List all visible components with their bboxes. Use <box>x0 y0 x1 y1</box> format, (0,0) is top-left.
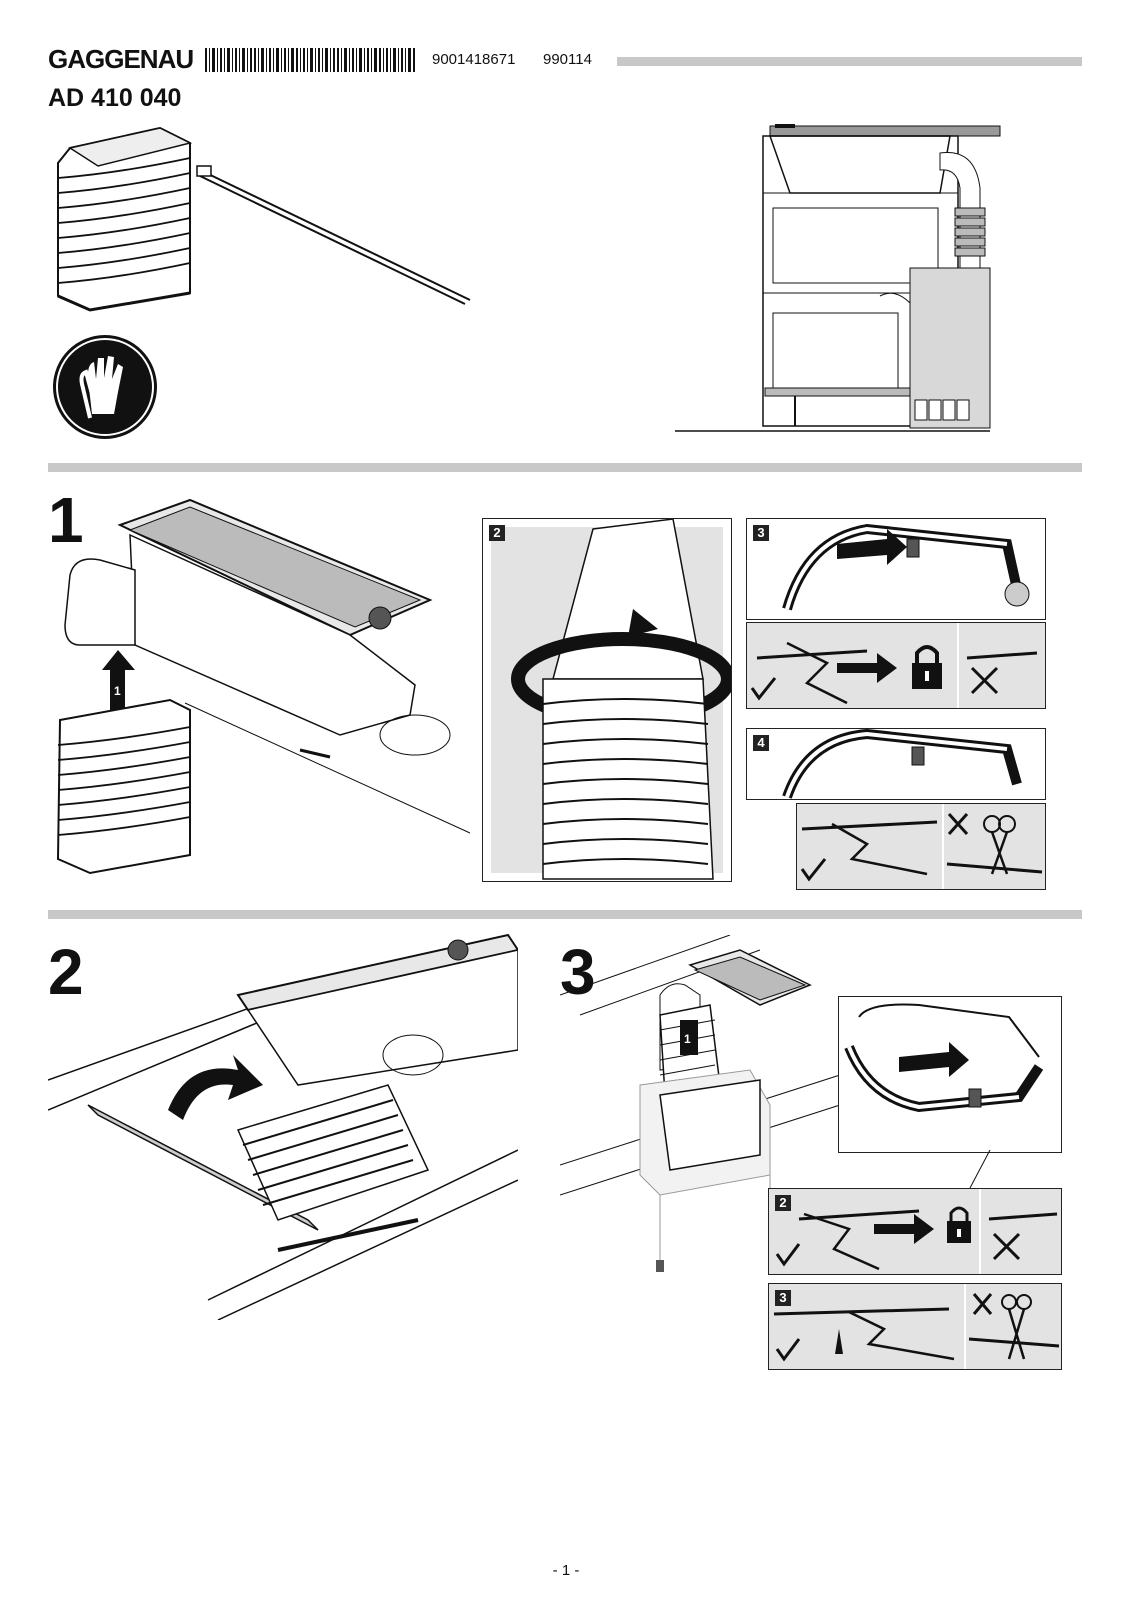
section-divider <box>48 910 1082 919</box>
detail-label: 2 <box>775 1195 791 1211</box>
detail-label: 2 <box>489 525 505 541</box>
barcode <box>205 48 415 72</box>
step3-detail-zoom <box>838 996 1062 1153</box>
step1-trim-instruction-row <box>796 803 1046 890</box>
date-code: 990114 <box>543 51 592 68</box>
cable-tie-tighten-illustration <box>844 1003 1044 1113</box>
detail-label: 3 <box>775 1290 791 1306</box>
part-number: 9001418671 <box>432 51 516 68</box>
gloves-icon <box>53 335 157 439</box>
step-number-1: 1 <box>48 484 84 556</box>
step1-tie-instruction-row <box>746 622 1046 709</box>
detail-label: 4 <box>753 735 769 751</box>
section-divider <box>48 463 1082 472</box>
model-number: AD 410 040 <box>48 84 182 112</box>
bellows-duct-illustration <box>57 126 193 312</box>
page-number: - 1 - <box>552 1562 580 1579</box>
svg-text:1: 1 <box>684 1032 691 1046</box>
cable-tie-trim-illustration <box>782 729 1022 799</box>
header-rule <box>617 57 1082 66</box>
brand-logo: GAGGENAU <box>48 44 194 74</box>
step2-illustration <box>48 933 518 1320</box>
step3-illustration: 1 <box>560 935 841 1272</box>
step1-main-illustration: 1 <box>56 498 471 875</box>
cable-tie-tighten-illustration <box>782 523 1030 611</box>
step-number-2: 2 <box>48 936 84 1008</box>
step3-detail-3: 3 <box>768 1283 1062 1370</box>
svg-text:1: 1 <box>114 684 121 698</box>
step3-detail-2: 2 <box>768 1188 1062 1275</box>
bellows-rotate-illustration <box>491 519 731 880</box>
detail-label: 3 <box>753 525 769 541</box>
cable-ties-illustration <box>196 165 471 305</box>
step1-detail-3: 3 <box>746 518 1046 620</box>
installation-cross-section <box>675 124 1001 432</box>
step1-detail-2: 2 <box>482 518 732 882</box>
step1-detail-4: 4 <box>746 728 1046 800</box>
